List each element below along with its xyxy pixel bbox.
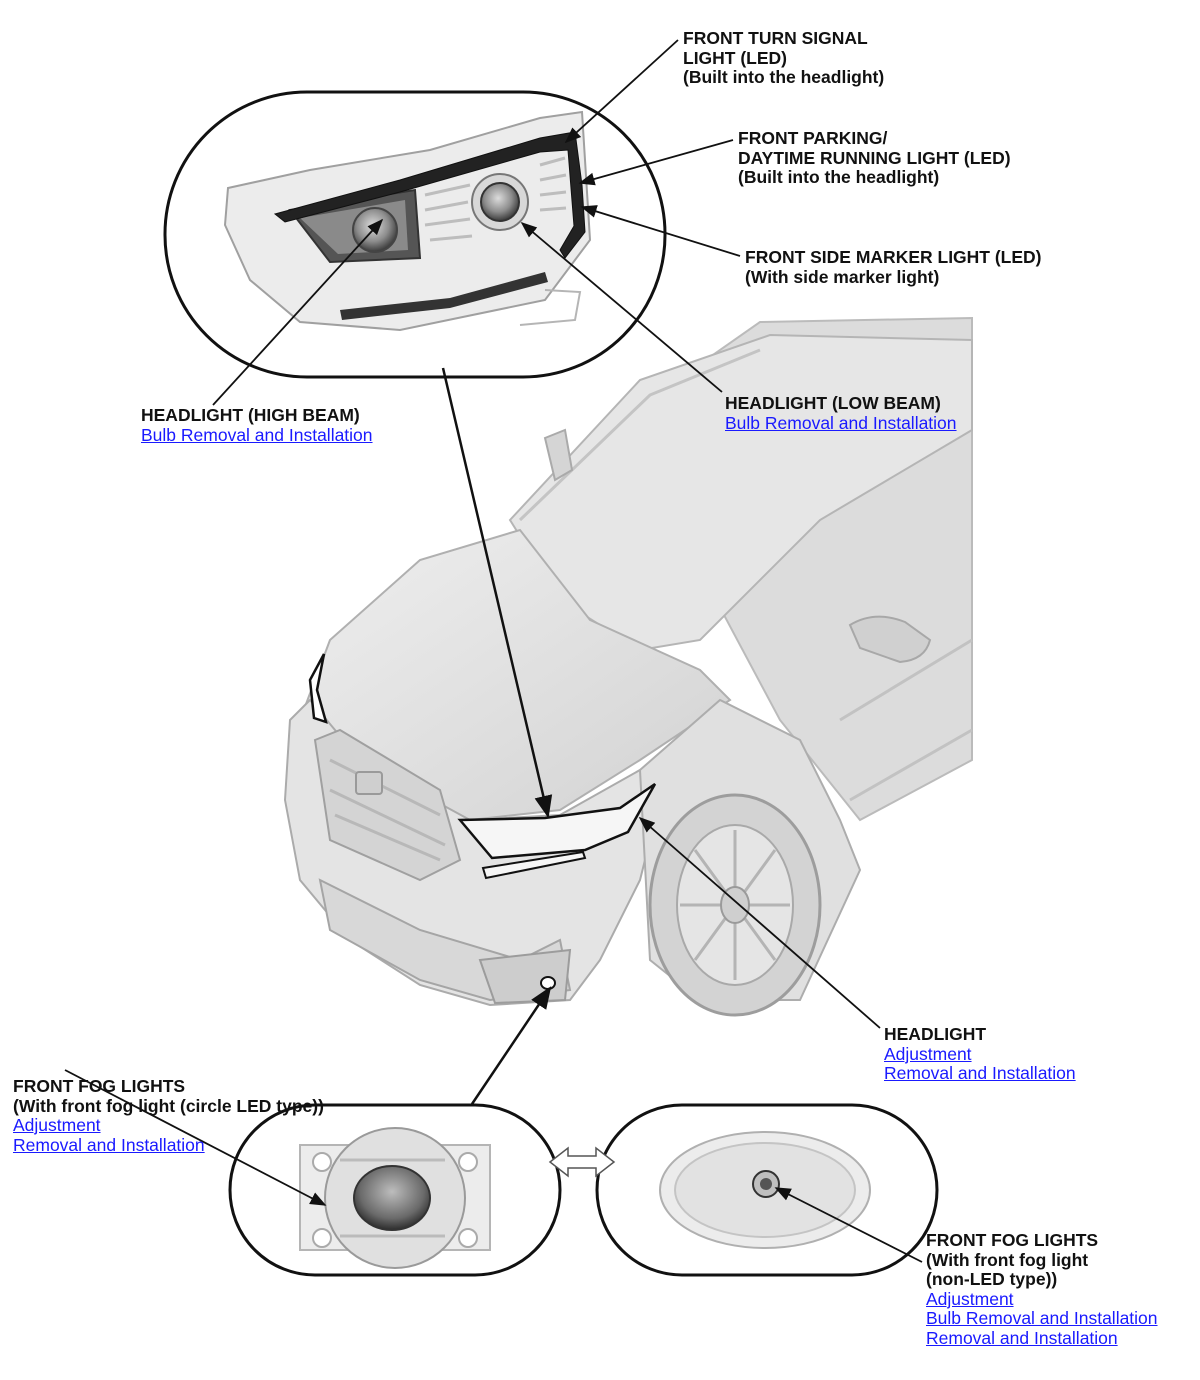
- fog-nonled-bulb-removal-link[interactable]: Bulb Removal and Installation: [926, 1308, 1158, 1328]
- high-beam-bulb-removal-link[interactable]: Bulb Removal and Installation: [141, 424, 373, 445]
- label-headlight-low-beam: HEADLIGHT (LOW BEAM) Bulb Removal and In…: [725, 393, 957, 433]
- label-line: DAYTIME RUNNING LIGHT (LED): [738, 147, 1011, 168]
- label-line: (Built into the headlight): [683, 67, 885, 87]
- label-line: (With front fog light: [926, 1249, 1089, 1270]
- label-line: (non-LED type)): [926, 1269, 1058, 1289]
- low-beam-bulb-removal-link[interactable]: Bulb Removal and Installation: [725, 412, 957, 433]
- label-fog-circle-led: FRONT FOG LIGHTS (With front fog light (…: [13, 1076, 324, 1155]
- headlight-removal-link[interactable]: Removal and Installation: [884, 1063, 1076, 1083]
- headlight-callout: [163, 90, 667, 379]
- fog-circle-callout: [228, 1103, 562, 1277]
- label-title: HEADLIGHT (LOW BEAM): [725, 393, 941, 413]
- headlight-outline: [457, 782, 657, 860]
- label-title: HEADLIGHT (HIGH BEAM): [141, 405, 360, 425]
- label-title: HEADLIGHT: [884, 1024, 987, 1044]
- label-line: (With side marker light): [745, 266, 940, 287]
- fog-nonled-callout: [595, 1103, 939, 1277]
- label-fog-non-led: FRONT FOG LIGHTS (With front fog light (…: [926, 1230, 1158, 1348]
- leader-lines: [64, 39, 923, 1263]
- label-headlight: HEADLIGHT Adjustment Removal and Install…: [884, 1024, 1076, 1084]
- fog-circle-adjustment-link[interactable]: Adjustment: [13, 1115, 101, 1135]
- fog-nonled-adjustment-link[interactable]: Adjustment: [926, 1288, 1014, 1309]
- vehicle-illustration: [283, 316, 973, 1017]
- label-front-parking-drl: FRONT PARKING/ DAYTIME RUNNING LIGHT (LE…: [738, 128, 1011, 188]
- label-line: FRONT SIDE MARKER LIGHT (LED): [745, 247, 1042, 267]
- label-line: FRONT FOG LIGHTS: [926, 1230, 1099, 1250]
- label-line: FRONT PARKING/: [738, 128, 888, 148]
- fog-nonled-removal-link[interactable]: Removal and Installation: [926, 1327, 1118, 1348]
- label-line: (With front fog light (circle LED type)): [13, 1095, 324, 1116]
- label-headlight-high-beam: HEADLIGHT (HIGH BEAM) Bulb Removal and I…: [141, 405, 373, 445]
- label-line: FRONT TURN SIGNAL: [683, 28, 868, 48]
- label-front-turn-signal: FRONT TURN SIGNAL LIGHT (LED) (Built int…: [683, 28, 885, 88]
- label-front-side-marker: FRONT SIDE MARKER LIGHT (LED) (With side…: [745, 247, 1042, 287]
- label-line: (Built into the headlight): [738, 167, 940, 187]
- label-line: LIGHT (LED): [683, 47, 788, 68]
- headlight-adjustment-link[interactable]: Adjustment: [884, 1043, 972, 1064]
- fog-circle-removal-link[interactable]: Removal and Installation: [13, 1134, 205, 1155]
- label-line: FRONT FOG LIGHTS: [13, 1076, 186, 1096]
- double-headed-arrow-icon: [548, 1146, 616, 1178]
